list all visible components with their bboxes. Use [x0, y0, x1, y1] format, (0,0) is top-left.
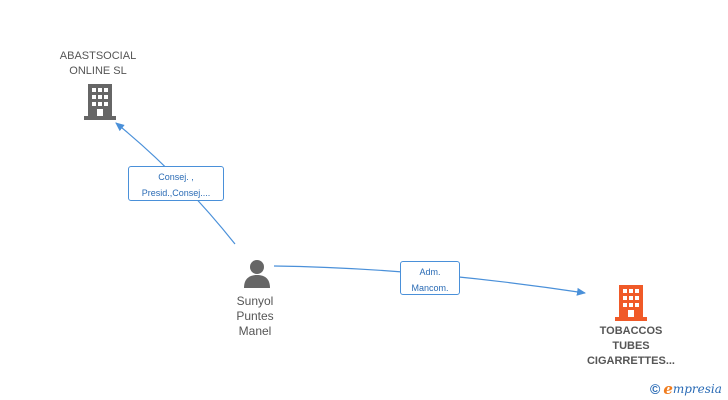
- node-person-label[interactable]: Sunyol Puntes Manel: [215, 294, 295, 339]
- node-abastsocial-label[interactable]: ABASTSOCIAL ONLINE SL: [50, 49, 146, 79]
- node-person-line3: Manel: [238, 324, 272, 338]
- node-tobaccos-line2: TUBES: [612, 340, 650, 352]
- node-tobaccos-line1: TOBACCOS: [599, 325, 663, 337]
- copyright-icon: ©: [650, 381, 661, 397]
- brand-rest: mpresia: [672, 382, 722, 396]
- person-icon[interactable]: [242, 259, 272, 289]
- node-tobaccos-label[interactable]: TOBACCOS TUBES CIGARRETTES...: [572, 324, 690, 369]
- building-icon[interactable]: [84, 84, 116, 120]
- node-person-line2: Puntes: [236, 309, 274, 323]
- node-abastsocial-line2: ONLINE SL: [69, 65, 127, 77]
- edge-label-adm[interactable]: Adm. Mancom.: [400, 261, 460, 295]
- brand-e: e: [663, 380, 673, 398]
- building-icon[interactable]: [615, 285, 647, 321]
- node-tobaccos-line3: CIGARRETTES...: [586, 355, 675, 367]
- edge-label-consej[interactable]: Consej. , Presid.,Consej....: [128, 166, 224, 201]
- edge-label-consej-line2: Presid.,Consej....: [141, 188, 211, 198]
- node-person-line1: Sunyol: [236, 294, 274, 308]
- edge-label-consej-line1: Consej. ,: [158, 172, 194, 182]
- edge-label-adm-line2: Mancom.: [411, 283, 449, 293]
- node-abastsocial-line1: ABASTSOCIAL: [59, 50, 137, 62]
- edge-label-adm-line1: Adm.: [419, 267, 441, 277]
